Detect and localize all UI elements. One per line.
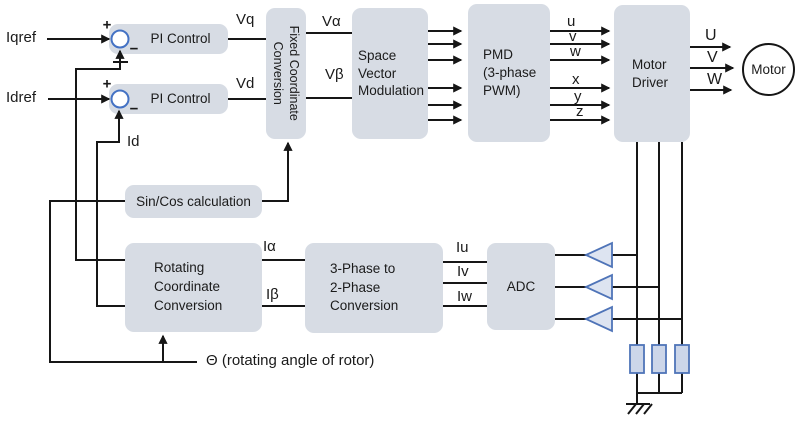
arrow-sincos-to-fixed-coordinate <box>262 141 293 202</box>
shunt-resistor-3 <box>674 344 690 374</box>
label-theta: Θ (rotating angle of rotor) <box>206 352 375 369</box>
label-pwm-v: v <box>569 28 577 45</box>
label-v-alpha: Vα <box>322 13 341 30</box>
label-phase-w: W <box>707 71 723 88</box>
label-pwm-x: x <box>572 71 580 88</box>
label-phase-v: V <box>707 49 718 66</box>
label-pwm-u: u <box>567 13 576 30</box>
label-phase-u: U <box>705 27 717 44</box>
arrows-pmd-to-motor-driver <box>550 26 611 125</box>
amplifier-icon-w <box>583 305 613 333</box>
label-i-beta: Iβ <box>266 286 279 303</box>
label-pwm-y: y <box>574 88 582 105</box>
junction-q-minus-sign: − <box>129 40 139 58</box>
block-3phase-to-2phase-conversion: 3-Phase to 2-Phase Conversion <box>305 243 443 333</box>
arrow-iq-feedback <box>75 49 125 261</box>
block-motor-driver: Motor Driver <box>614 5 690 142</box>
wires-adc-to-amplifiers <box>555 254 586 320</box>
arrows-motor-driver-to-motor <box>690 42 735 95</box>
block-rotating-coordinate-conversion: Rotating Coordinate Conversion <box>125 243 262 332</box>
label-pwm-w: w <box>570 43 581 60</box>
amplifier-icon-u <box>583 241 613 269</box>
label-v-beta: Vβ <box>325 66 344 83</box>
block-sincos-calculation: Sin/Cos calculation <box>125 185 262 218</box>
block-adc: ADC <box>487 243 555 330</box>
ground-icon <box>626 403 653 415</box>
shunt-resistor-1 <box>629 344 645 374</box>
junction-q-plus-sign: + <box>102 16 112 34</box>
label-vq: Vq <box>236 11 255 28</box>
junction-d-plus-sign: + <box>102 75 112 93</box>
arrow-id-feedback <box>96 109 125 307</box>
summing-junction-d <box>110 89 130 109</box>
wires-motor-driver-sense-lines <box>636 142 683 345</box>
arrows-svm-to-pmd <box>428 26 463 125</box>
label-idref: Idref <box>6 89 37 106</box>
sincos-label: Sin/Cos calculation <box>136 193 251 209</box>
pi-control-q-label: PI Control <box>150 31 211 47</box>
label-iv: Iv <box>457 263 469 280</box>
label-iw: Iw <box>457 288 472 305</box>
label-id-feedback: Id <box>127 133 140 150</box>
motor-label: Motor <box>751 62 786 77</box>
adc-label: ADC <box>506 278 536 294</box>
label-pwm-z: z <box>576 103 584 120</box>
block-fixed-coordinate-conversion: Fixed Coordinate Conversion <box>266 8 306 139</box>
junction-d-minus-sign: − <box>129 100 139 118</box>
block-space-vector-modulation: Space Vector Modulation <box>352 8 428 139</box>
wire-theta-to-sincos <box>49 200 197 363</box>
label-i-alpha: Iα <box>263 238 276 255</box>
shunt-resistor-2 <box>651 344 667 374</box>
label-iqref: Iqref <box>6 29 37 46</box>
wires-shunt-to-ground-bus <box>636 373 683 404</box>
amplifier-icon-v <box>583 273 613 301</box>
label-iu: Iu <box>456 239 469 256</box>
motor-symbol: Motor <box>742 43 795 96</box>
summing-junction-q <box>110 29 130 49</box>
block-pmd-3phase-pwm: PMD (3-phase PWM) <box>468 4 550 142</box>
pi-control-d-label: PI Control <box>150 91 211 107</box>
label-vd: Vd <box>236 75 255 92</box>
